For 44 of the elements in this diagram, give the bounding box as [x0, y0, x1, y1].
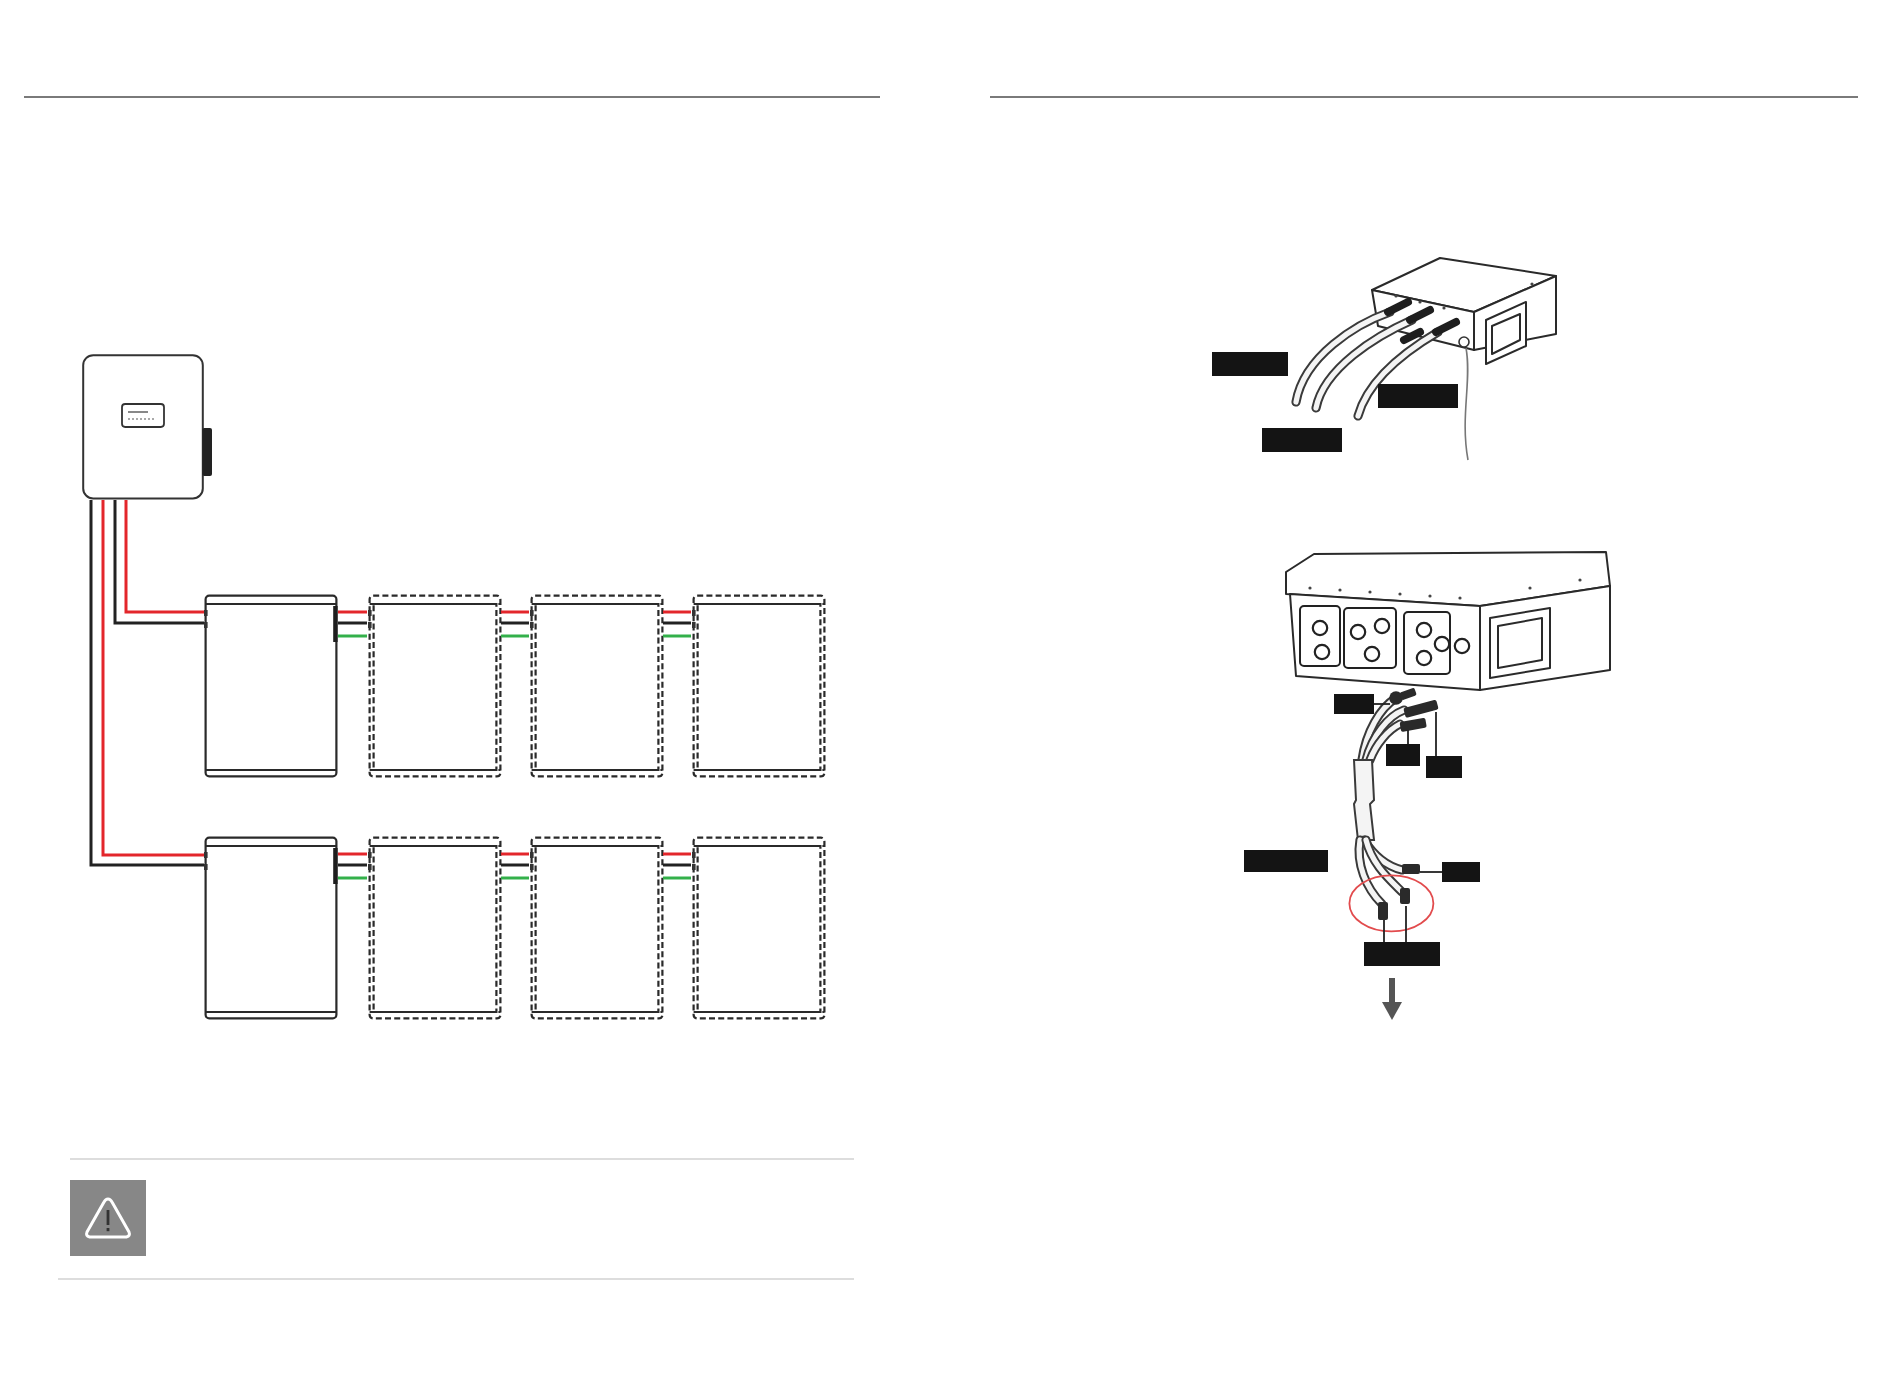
callout-tag [1442, 862, 1480, 882]
optional-battery-box [529, 593, 663, 777]
cable-wire [501, 621, 529, 625]
cable-wire [501, 634, 529, 638]
leader-line [1383, 919, 1385, 943]
cable-wire [663, 863, 691, 867]
cable-wire [338, 863, 367, 867]
battery-box [204, 835, 338, 1019]
cable-wire [501, 610, 529, 614]
cable-wire [663, 621, 691, 625]
cable-wire [338, 621, 367, 625]
callout-tag [1426, 756, 1462, 778]
cable-wire [501, 876, 529, 880]
cable-wire [338, 852, 367, 856]
optional-battery-box [367, 835, 501, 1019]
callout-tag [1334, 694, 1374, 714]
cable-wire [501, 852, 529, 856]
callout-tag [1386, 744, 1420, 766]
callout-tag [1212, 352, 1288, 376]
cable-wire [663, 876, 691, 880]
cable-wire [501, 863, 529, 867]
optional-battery-box [691, 593, 825, 777]
cable-wire [124, 500, 204, 614]
leader-line [1373, 703, 1391, 705]
cable-wire [663, 852, 691, 856]
callout-tag [1364, 942, 1440, 966]
callout-tag [1378, 384, 1458, 408]
cable-wire [338, 634, 367, 638]
cable-wire [338, 876, 367, 880]
leader-line [1435, 711, 1437, 757]
optional-battery-box [529, 835, 663, 1019]
cable-wire [663, 634, 691, 638]
cable-wire [663, 610, 691, 614]
callout-tag [1262, 428, 1342, 452]
leader-line [1419, 871, 1443, 873]
optional-battery-box [367, 593, 501, 777]
battery-box [204, 593, 338, 777]
leader-line [1407, 729, 1409, 745]
optional-battery-box [691, 835, 825, 1019]
cable-wire [113, 500, 204, 625]
callout-tag [1244, 850, 1328, 872]
inverter-drawing [82, 354, 214, 500]
cable-wire [338, 610, 367, 614]
leader-line [1405, 905, 1407, 943]
